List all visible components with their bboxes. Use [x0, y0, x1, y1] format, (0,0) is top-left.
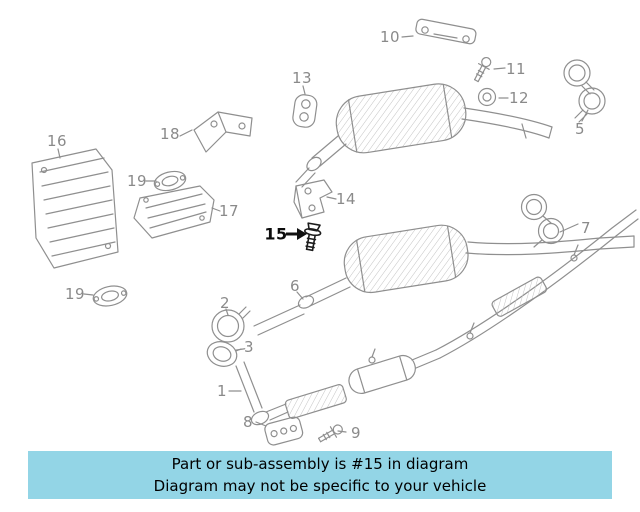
part-label-9: 9 [350, 424, 362, 442]
part-label-19-upper: 19 [126, 172, 148, 190]
center-muffler-6 [253, 224, 635, 336]
exhaust-parts-diagram-art [31, 18, 639, 446]
part-label-16: 16 [46, 132, 68, 150]
catalytic-converter-assembly-1 [235, 348, 441, 426]
part-label-3: 3 [243, 338, 255, 356]
gasket-19-upper [153, 170, 187, 192]
bolt-9-icon [318, 424, 343, 443]
part-label-18: 18 [159, 125, 181, 143]
clamp-7-lower [533, 217, 565, 248]
bolt-15-highlighted [303, 222, 322, 252]
clamp-5-lower [574, 87, 606, 123]
banner-line-2: Diagram may not be specific to your vehi… [153, 477, 487, 495]
heat-shield-16 [31, 148, 119, 269]
gasket-19-lower [92, 285, 128, 307]
part-label-7: 7 [580, 219, 592, 237]
rubber-hanger-13 [292, 94, 318, 128]
clamp-2 [211, 306, 251, 343]
bracket-14 [293, 179, 333, 219]
grommet-12 [477, 87, 497, 107]
part-label-6: 6 [289, 277, 301, 295]
part-label-11: 11 [505, 60, 527, 78]
part-label-14: 14 [335, 190, 357, 208]
part-label-10: 10 [379, 28, 401, 46]
mount-bracket-10 [415, 18, 477, 45]
part-label-2: 2 [219, 294, 231, 312]
clamp-5-upper [563, 59, 595, 95]
highlight-arrow-icon [286, 228, 307, 240]
part-label-5: 5 [574, 120, 586, 138]
part-label-13: 13 [291, 69, 313, 87]
info-banner: Part or sub-assembly is #15 in diagram D… [28, 451, 612, 499]
part-label-1: 1 [216, 382, 228, 400]
bracket-18 [193, 111, 253, 153]
part-label-19-lower: 19 [64, 285, 86, 303]
part-label-17: 17 [218, 202, 240, 220]
clamp-3 [206, 341, 246, 367]
banner-line-1: Part or sub-assembly is #15 in diagram [171, 455, 469, 473]
part-label-12: 12 [508, 89, 530, 107]
gasket-8 [264, 416, 304, 446]
part-label-15-highlight: 15 [264, 224, 288, 244]
part-label-8: 8 [242, 413, 254, 431]
heat-shield-17 [133, 185, 215, 239]
bolt-11-icon [474, 56, 492, 83]
intermediate-pipe [435, 209, 639, 359]
